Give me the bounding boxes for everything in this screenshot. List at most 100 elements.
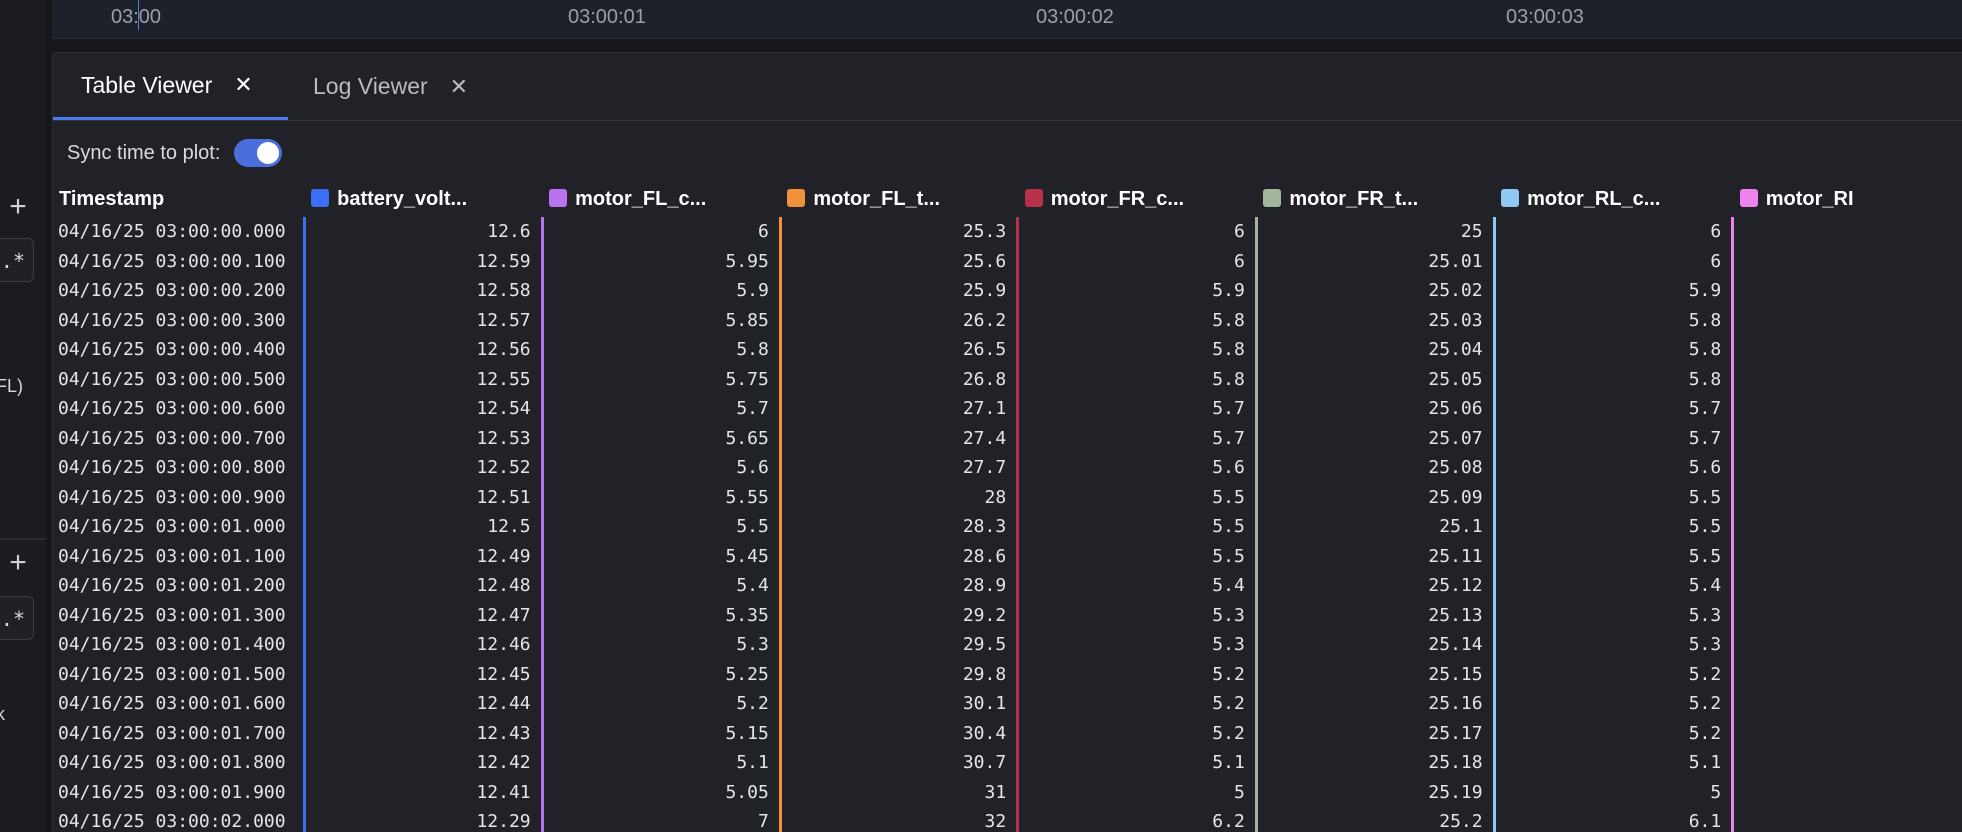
value-cell: 5.15 [540, 718, 781, 748]
value-cell: 27.4 [778, 423, 1018, 453]
value-cell: 5.8 [1492, 305, 1733, 335]
value-cell: 12.53 [302, 423, 543, 453]
column-header[interactable]: motor_FR_c... [1018, 181, 1257, 217]
data-table: Timestamp battery_volt... motor_FL_c... mot… [53, 181, 1962, 832]
value-cell: 5.7 [1492, 423, 1733, 453]
column-header[interactable]: battery_volt... [304, 181, 542, 217]
value-cell: 12.49 [302, 541, 543, 571]
value-cell [1731, 659, 1962, 689]
column-header-label: motor_FL_c... [575, 187, 707, 210]
value-cell: 5.3 [1492, 600, 1733, 630]
value-cell [1731, 689, 1962, 719]
left-sidebar: + .* FL) + .* k [0, 0, 46, 832]
value-cell: 12.51 [302, 482, 543, 512]
timeline-cursor[interactable] [138, 0, 139, 30]
column-header[interactable]: motor_RL_c... [1494, 181, 1733, 217]
value-cell: 28.9 [778, 571, 1018, 601]
value-cell: 12.41 [302, 777, 543, 807]
value-cell [1731, 807, 1962, 832]
column-header[interactable]: motor_FL_c... [542, 181, 780, 217]
timestamp-cell: 04/16/25 03:00:00.100 [58, 250, 286, 272]
value-cell: 5.3 [1492, 630, 1733, 660]
timestamp-cell: 04/16/25 03:00:01.200 [58, 575, 286, 597]
regex-filter-button[interactable]: .* [0, 238, 34, 282]
value-cell: 5.4 [540, 571, 781, 601]
value-cell: 5.85 [540, 305, 781, 335]
timestamp-cell: 04/16/25 03:00:01.900 [58, 781, 286, 803]
tab-table-viewer[interactable]: Table Viewer ✕ [53, 53, 288, 120]
value-cell: 5.1 [1016, 748, 1257, 778]
sync-time-toggle[interactable] [234, 139, 283, 167]
value-cell: 25.17 [1254, 718, 1495, 748]
value-cell: 25.2 [1254, 807, 1495, 832]
column-header[interactable]: motor_RI [1733, 181, 1962, 217]
value-cell: 6 [1492, 246, 1733, 276]
column-header[interactable]: motor_FR_t... [1256, 181, 1494, 217]
close-icon[interactable]: ✕ [234, 72, 253, 97]
value-cell: 5.1 [540, 748, 781, 778]
value-cell: 12.6 [302, 217, 543, 247]
add-series-button[interactable]: + [9, 190, 27, 223]
value-cell: 5.8 [1016, 335, 1257, 365]
value-cell: 12.45 [302, 659, 543, 689]
value-cell [1731, 394, 1962, 424]
value-cell: 6 [1492, 217, 1733, 247]
value-cell: 12.5 [302, 512, 543, 542]
column-header[interactable]: motor_FL_t... [780, 181, 1017, 217]
value-cell: 5.5 [1016, 541, 1257, 571]
timestamp-cell: 04/16/25 03:00:00.000 [58, 221, 286, 243]
close-icon[interactable]: ✕ [449, 73, 469, 99]
value-cell: 5.4 [1492, 571, 1733, 601]
value-cell: 25.1 [1254, 512, 1495, 542]
value-cell: 7 [540, 807, 781, 832]
series-color-swatch [1501, 188, 1520, 207]
tab-label: Log Viewer [313, 73, 428, 99]
sync-time-label: Sync time to plot: [67, 141, 221, 164]
column-header-timestamp[interactable]: Timestamp [59, 187, 165, 210]
value-cell: 32 [778, 807, 1018, 832]
regex-filter-button[interactable]: .* [0, 596, 34, 640]
table-header-row: Timestamp battery_volt... motor_FL_c... mot… [53, 181, 1962, 217]
viewer-panel: Table Viewer ✕ Log Viewer ✕ Sync time to… [52, 52, 1962, 832]
value-cell: 28.3 [778, 512, 1018, 542]
timestamp-cell: 04/16/25 03:00:00.500 [58, 368, 286, 390]
value-cell: 5.8 [1016, 364, 1257, 394]
add-series-button[interactable]: + [9, 546, 27, 579]
column-header-label: motor_RI [1765, 187, 1854, 210]
value-cell: 29.5 [778, 630, 1018, 660]
timeline-axis[interactable]: 03:00 03:00:01 03:00:02 03:00:03 [52, 0, 1962, 39]
value-cell: 5.9 [1492, 276, 1733, 306]
value-cell: 25.19 [1254, 777, 1495, 807]
timeline-tick-label: 03:00:03 [1506, 6, 1584, 28]
value-cell: 28 [778, 482, 1018, 512]
tab-log-viewer[interactable]: Log Viewer ✕ [313, 53, 468, 120]
timestamp-cell: 04/16/25 03:00:01.700 [58, 722, 286, 744]
value-cell [1731, 246, 1962, 276]
value-cell: 5.7 [1016, 423, 1257, 453]
timeline-tick-label: 03:00:01 [568, 6, 646, 28]
value-cell [1731, 305, 1962, 335]
value-cell: 5.6 [1016, 453, 1257, 483]
